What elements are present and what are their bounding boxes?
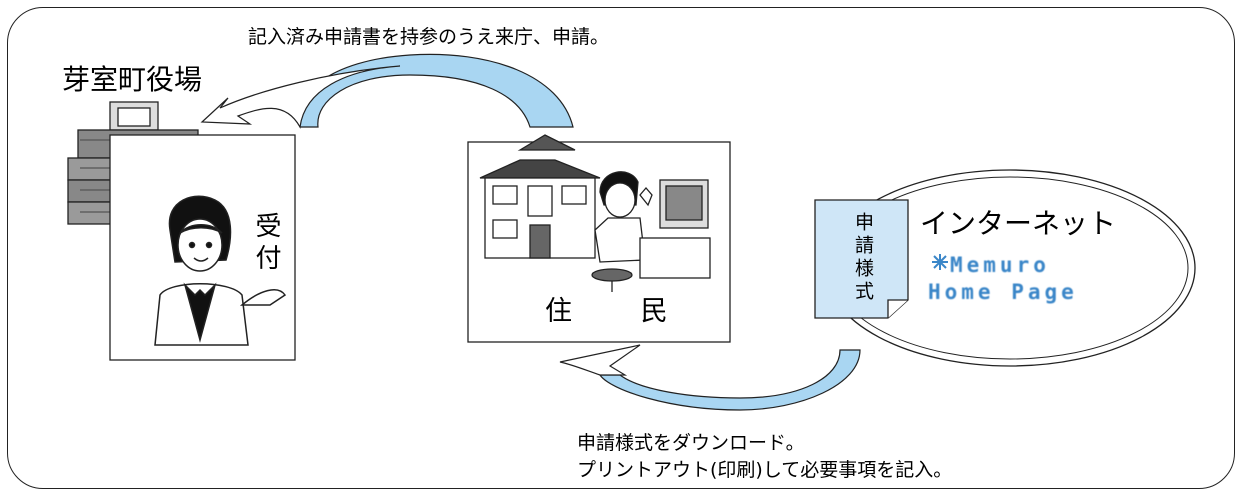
internet-title: インターネット: [920, 207, 1117, 240]
homepage-logo[interactable]: Memuro Home Page: [928, 252, 1078, 307]
receptionist-illustration: [154, 195, 287, 346]
bottom-caption-line1: 申請様式をダウンロード。: [577, 432, 805, 454]
house-illustration: [479, 134, 601, 259]
homepage-line2: Home Page: [928, 280, 1078, 305]
town-office-title: 芽室町役場: [62, 63, 203, 96]
homepage-line1: Memuro: [950, 253, 1050, 277]
bottom-flow-arrow: [559, 344, 861, 411]
resident-at-computer-illustration: [591, 171, 711, 292]
bottom-caption: 申請様式をダウンロード。 プリントアウト(印刷)して必要事項を記入。: [577, 430, 952, 483]
top-flow-arrow: [200, 53, 574, 129]
reception-label: 受付: [251, 212, 281, 276]
resident-label: 住 民: [545, 296, 698, 327]
snowflake-icon: [932, 254, 948, 270]
bottom-caption-line2: プリントアウト(印刷)して必要事項を記入。: [577, 458, 953, 481]
top-caption: 記入済み申請書を持参のうえ来庁、申請。: [248, 26, 610, 48]
diagram-frame: [7, 7, 1235, 489]
form-label: 申請様式: [852, 212, 874, 304]
